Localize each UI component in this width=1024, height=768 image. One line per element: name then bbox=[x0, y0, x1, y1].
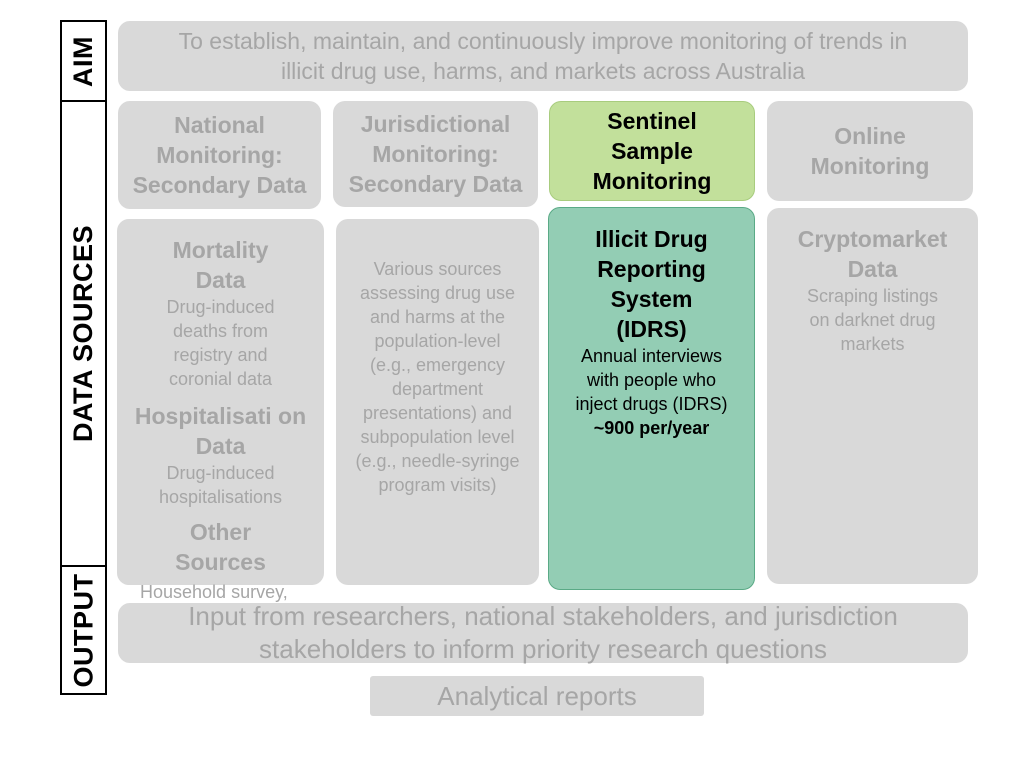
idrs-desc: Annual interviews with people who inject… bbox=[575, 346, 728, 414]
aim-text-line2: illicit drug use, harms, and markets acr… bbox=[280, 58, 806, 84]
hospitalisation-data-title: Hospitalisati on Data bbox=[134, 403, 307, 459]
stakeholder-input-box: Input from researchers, national stakeho… bbox=[118, 601, 968, 664]
cryptomarket-title: Cryptomarket Data bbox=[797, 226, 948, 282]
national-monitoring-box: National Monitoring: Secondary Data bbox=[118, 101, 321, 209]
analytical-reports-text: Analytical reports bbox=[437, 680, 637, 711]
data-sources-label: DATA SOURCES bbox=[60, 100, 107, 567]
national-monitoring-title: National Monitoring: Secondary Data bbox=[132, 112, 307, 198]
aim-label-text: AIM bbox=[68, 35, 98, 87]
national-sources-box: Mortality Data Drug-induced deaths from … bbox=[117, 219, 324, 585]
other-sources-title: Other Sources bbox=[175, 519, 266, 575]
online-monitoring-title: Online Monitoring bbox=[810, 123, 930, 179]
jurisdictional-monitoring-box: Jurisdictional Monitoring: Secondary Dat… bbox=[333, 101, 538, 207]
stakeholder-input-line1: Input from researchers, national stakeho… bbox=[188, 601, 898, 631]
aim-label: AIM bbox=[60, 20, 107, 102]
cryptomarket-desc: Scraping listings on darknet drug market… bbox=[806, 286, 939, 354]
sentinel-monitoring-title: Sentinel Sample Monitoring bbox=[592, 108, 712, 194]
aim-text-line1: To establish, maintain, and continuously… bbox=[178, 28, 908, 54]
idrs-title: Illicit Drug Reporting System (IDRS) bbox=[595, 226, 708, 342]
idrs-box: Illicit Drug Reporting System (IDRS) Ann… bbox=[548, 207, 755, 590]
output-label: OUTPUT bbox=[60, 565, 107, 695]
mortality-data-title: Mortality Data bbox=[172, 237, 269, 293]
aim-box: To establish, maintain, and continuously… bbox=[118, 21, 968, 91]
jurisdictional-sources-box: Various sources assessing drug use and h… bbox=[336, 219, 539, 585]
cryptomarket-box: Cryptomarket Data Scraping listings on d… bbox=[767, 208, 978, 584]
analytical-reports-box: Analytical reports bbox=[370, 676, 704, 716]
jurisdictional-monitoring-title: Jurisdictional Monitoring: Secondary Dat… bbox=[348, 111, 523, 197]
online-monitoring-box: Online Monitoring bbox=[767, 101, 973, 201]
other-sources-desc-line1: Household survey, bbox=[140, 582, 288, 602]
hospitalisation-data-desc: Drug-induced hospitalisations bbox=[158, 463, 283, 507]
output-label-text: OUTPUT bbox=[68, 573, 98, 687]
mortality-data-desc: Drug-induced deaths from registry and co… bbox=[166, 297, 275, 389]
jurisdictional-sources-desc: Various sources assessing drug use and h… bbox=[355, 259, 520, 495]
sentinel-monitoring-box: Sentinel Sample Monitoring bbox=[549, 101, 755, 201]
idrs-count: ~900 per/year bbox=[593, 418, 710, 438]
stakeholder-input-line2: stakeholders to inform priority research… bbox=[259, 634, 827, 664]
data-sources-label-text: DATA SOURCES bbox=[68, 224, 99, 443]
